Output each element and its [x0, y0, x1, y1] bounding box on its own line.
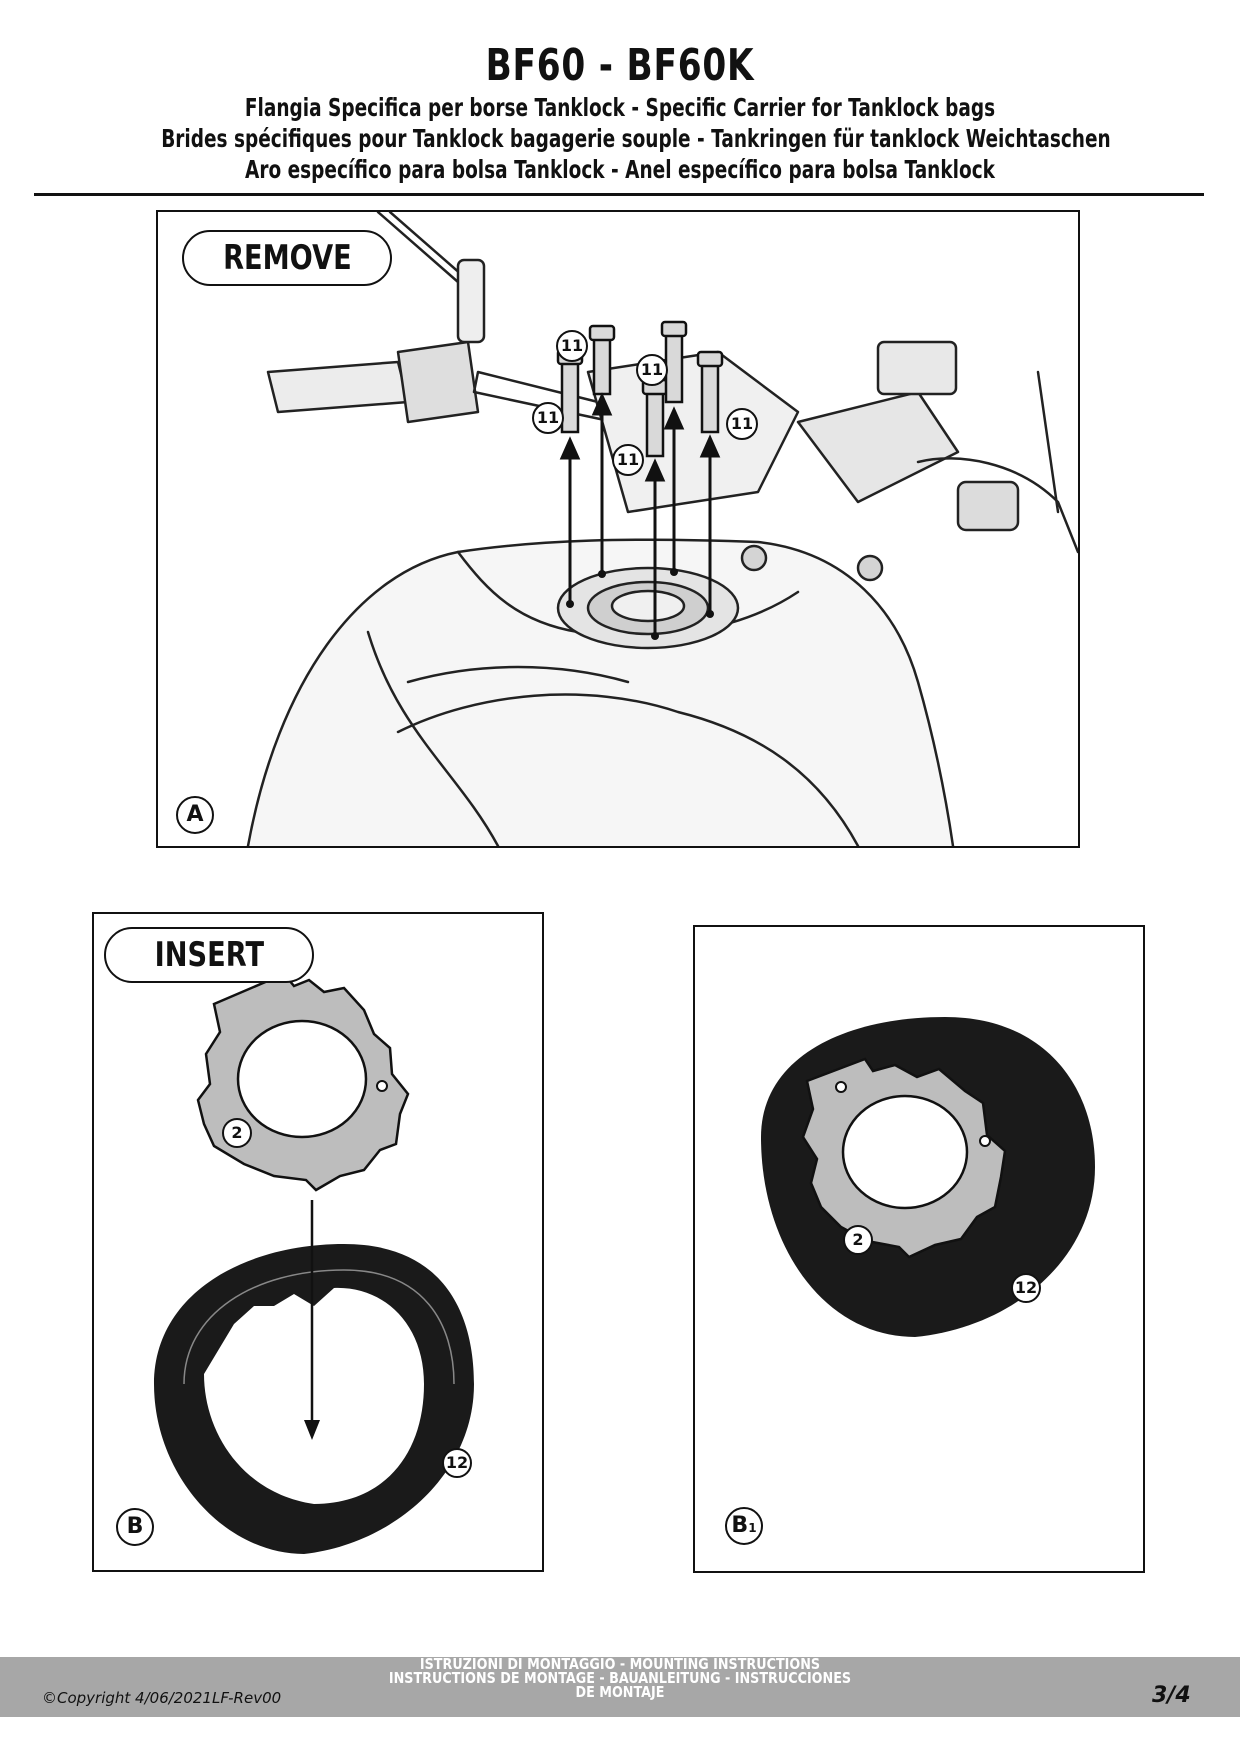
part-callout-11: 11 — [612, 444, 644, 476]
panel-a-remove: REMOVE 11 11 11 11 11 11 A — [156, 210, 1080, 848]
insert-step-label: INSERT — [104, 927, 314, 983]
header-divider — [34, 193, 1204, 196]
footer-band: ©Copyright 4/06/2021LF-Rev00 ISTRUZIONI … — [0, 1657, 1240, 1717]
part-callout-12: 12 — [442, 1448, 472, 1478]
copyright-text: ©Copyright 4/06/2021LF-Rev00 — [42, 1689, 282, 1707]
panel-letter-a: A — [176, 796, 214, 834]
panel-letter-b1: B1 — [725, 1507, 763, 1545]
part-callout-11: 11 — [726, 408, 758, 440]
part-callout-11: 11 — [532, 402, 564, 434]
panel-b-insert: INSERT 2 12 B — [92, 912, 544, 1572]
page-number: 3/4 — [1152, 1683, 1191, 1708]
product-title: BF60 - BF60K — [485, 40, 755, 91]
motorcycle-tank-illustration — [246, 212, 1078, 846]
remove-step-label: REMOVE — [182, 230, 392, 286]
ring-assembled-illustration — [761, 1017, 1095, 1337]
instructions-label: ISTRUZIONI DI MONTAGGIO - MOUNTING INSTR… — [388, 1655, 852, 1701]
part-callout-12: 12 — [1011, 1273, 1041, 1303]
panel-b1-assembled: 2 12 B1 — [693, 925, 1145, 1573]
part-callout-2: 2 — [222, 1118, 252, 1148]
document-header: BF60 - BF60K Flangia Specifica per borse… — [0, 40, 1240, 185]
part-callout-11: 11 — [636, 354, 668, 386]
panel-letter-b: B — [116, 1508, 154, 1546]
subtitle-line-3: Aro específico para bolsa Tanklock - Ane… — [245, 155, 995, 184]
subtitle-line-1: Flangia Specifica per borse Tanklock - S… — [244, 93, 996, 122]
ring-insert-illustration — [154, 972, 474, 1554]
part-callout-11: 11 — [556, 330, 588, 362]
part-callout-2: 2 — [843, 1225, 873, 1255]
subtitle-line-2: Brides spécifiques pour Tanklock bagager… — [161, 124, 1111, 153]
